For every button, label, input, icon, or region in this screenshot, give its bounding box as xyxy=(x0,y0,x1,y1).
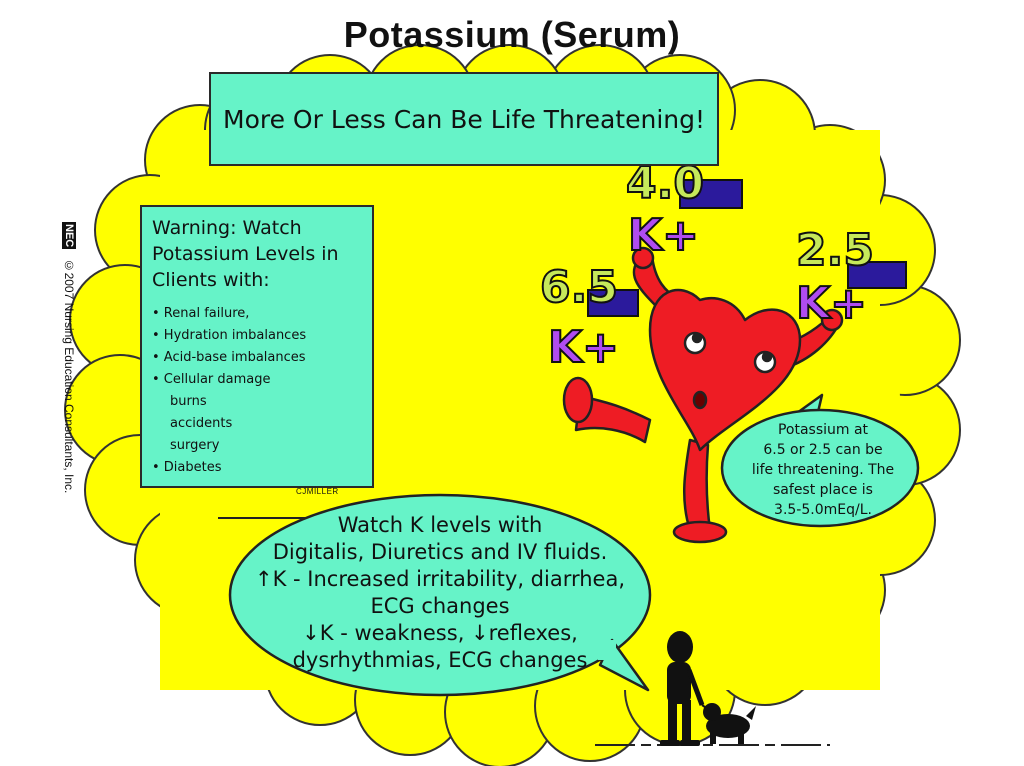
weight-40-k: K+ xyxy=(628,210,699,261)
list-item: • Cellular damage xyxy=(152,372,271,387)
speech-bubble-text: Watch K levels with Digitalis, Diuretics… xyxy=(254,513,626,672)
list-item: accidents xyxy=(170,416,233,431)
list-item: • Renal failure, xyxy=(152,306,250,321)
heart-character xyxy=(562,246,844,544)
list-item: surgery xyxy=(170,438,220,453)
side-credit: NEC ©2007 Nursing Education Consultants,… xyxy=(62,222,76,493)
speech-bubble-shape xyxy=(228,493,652,697)
copyright-text: ©2007 Nursing Education Consultants, Inc… xyxy=(62,258,76,494)
person-silhouette xyxy=(660,631,705,746)
list-item: • Hydration imbalances xyxy=(152,328,307,343)
warning-title: Warning: Watch Potassium Levels in Clien… xyxy=(152,217,339,291)
weight-25-value: 2.5 xyxy=(796,225,874,276)
banner-text: More Or Less Can Be Life Threatening! xyxy=(223,104,705,134)
list-item: burns xyxy=(170,394,207,409)
artist-signature: CJMILLER xyxy=(296,487,339,496)
weight-65-k: K+ xyxy=(548,322,619,373)
warning-box: Warning: Watch Potassium Levels in Clien… xyxy=(140,205,374,488)
dog-silhouette xyxy=(701,703,756,744)
weight-25-k: K+ xyxy=(796,278,867,329)
warning-list: • Renal failure, • Hydration imbalances … xyxy=(152,303,362,479)
weight-bars xyxy=(587,179,907,317)
company-logo: NEC xyxy=(62,222,76,250)
weight-65-value: 6.5 xyxy=(540,262,618,313)
weight-labels: 4.0 K+ 2.5 K+ 6.5 K+ xyxy=(539,157,875,374)
list-item: • Acid-base imbalances xyxy=(152,350,306,365)
list-item: • Diabetes xyxy=(152,460,222,475)
page-title: Potassium (Serum) xyxy=(343,14,681,55)
heart-bubble-shape xyxy=(720,393,920,528)
banner-box: More Or Less Can Be Life Threatening! xyxy=(209,72,719,166)
heart-bubble-text: Potassium at 6.5 or 2.5 can be life thre… xyxy=(751,422,895,518)
